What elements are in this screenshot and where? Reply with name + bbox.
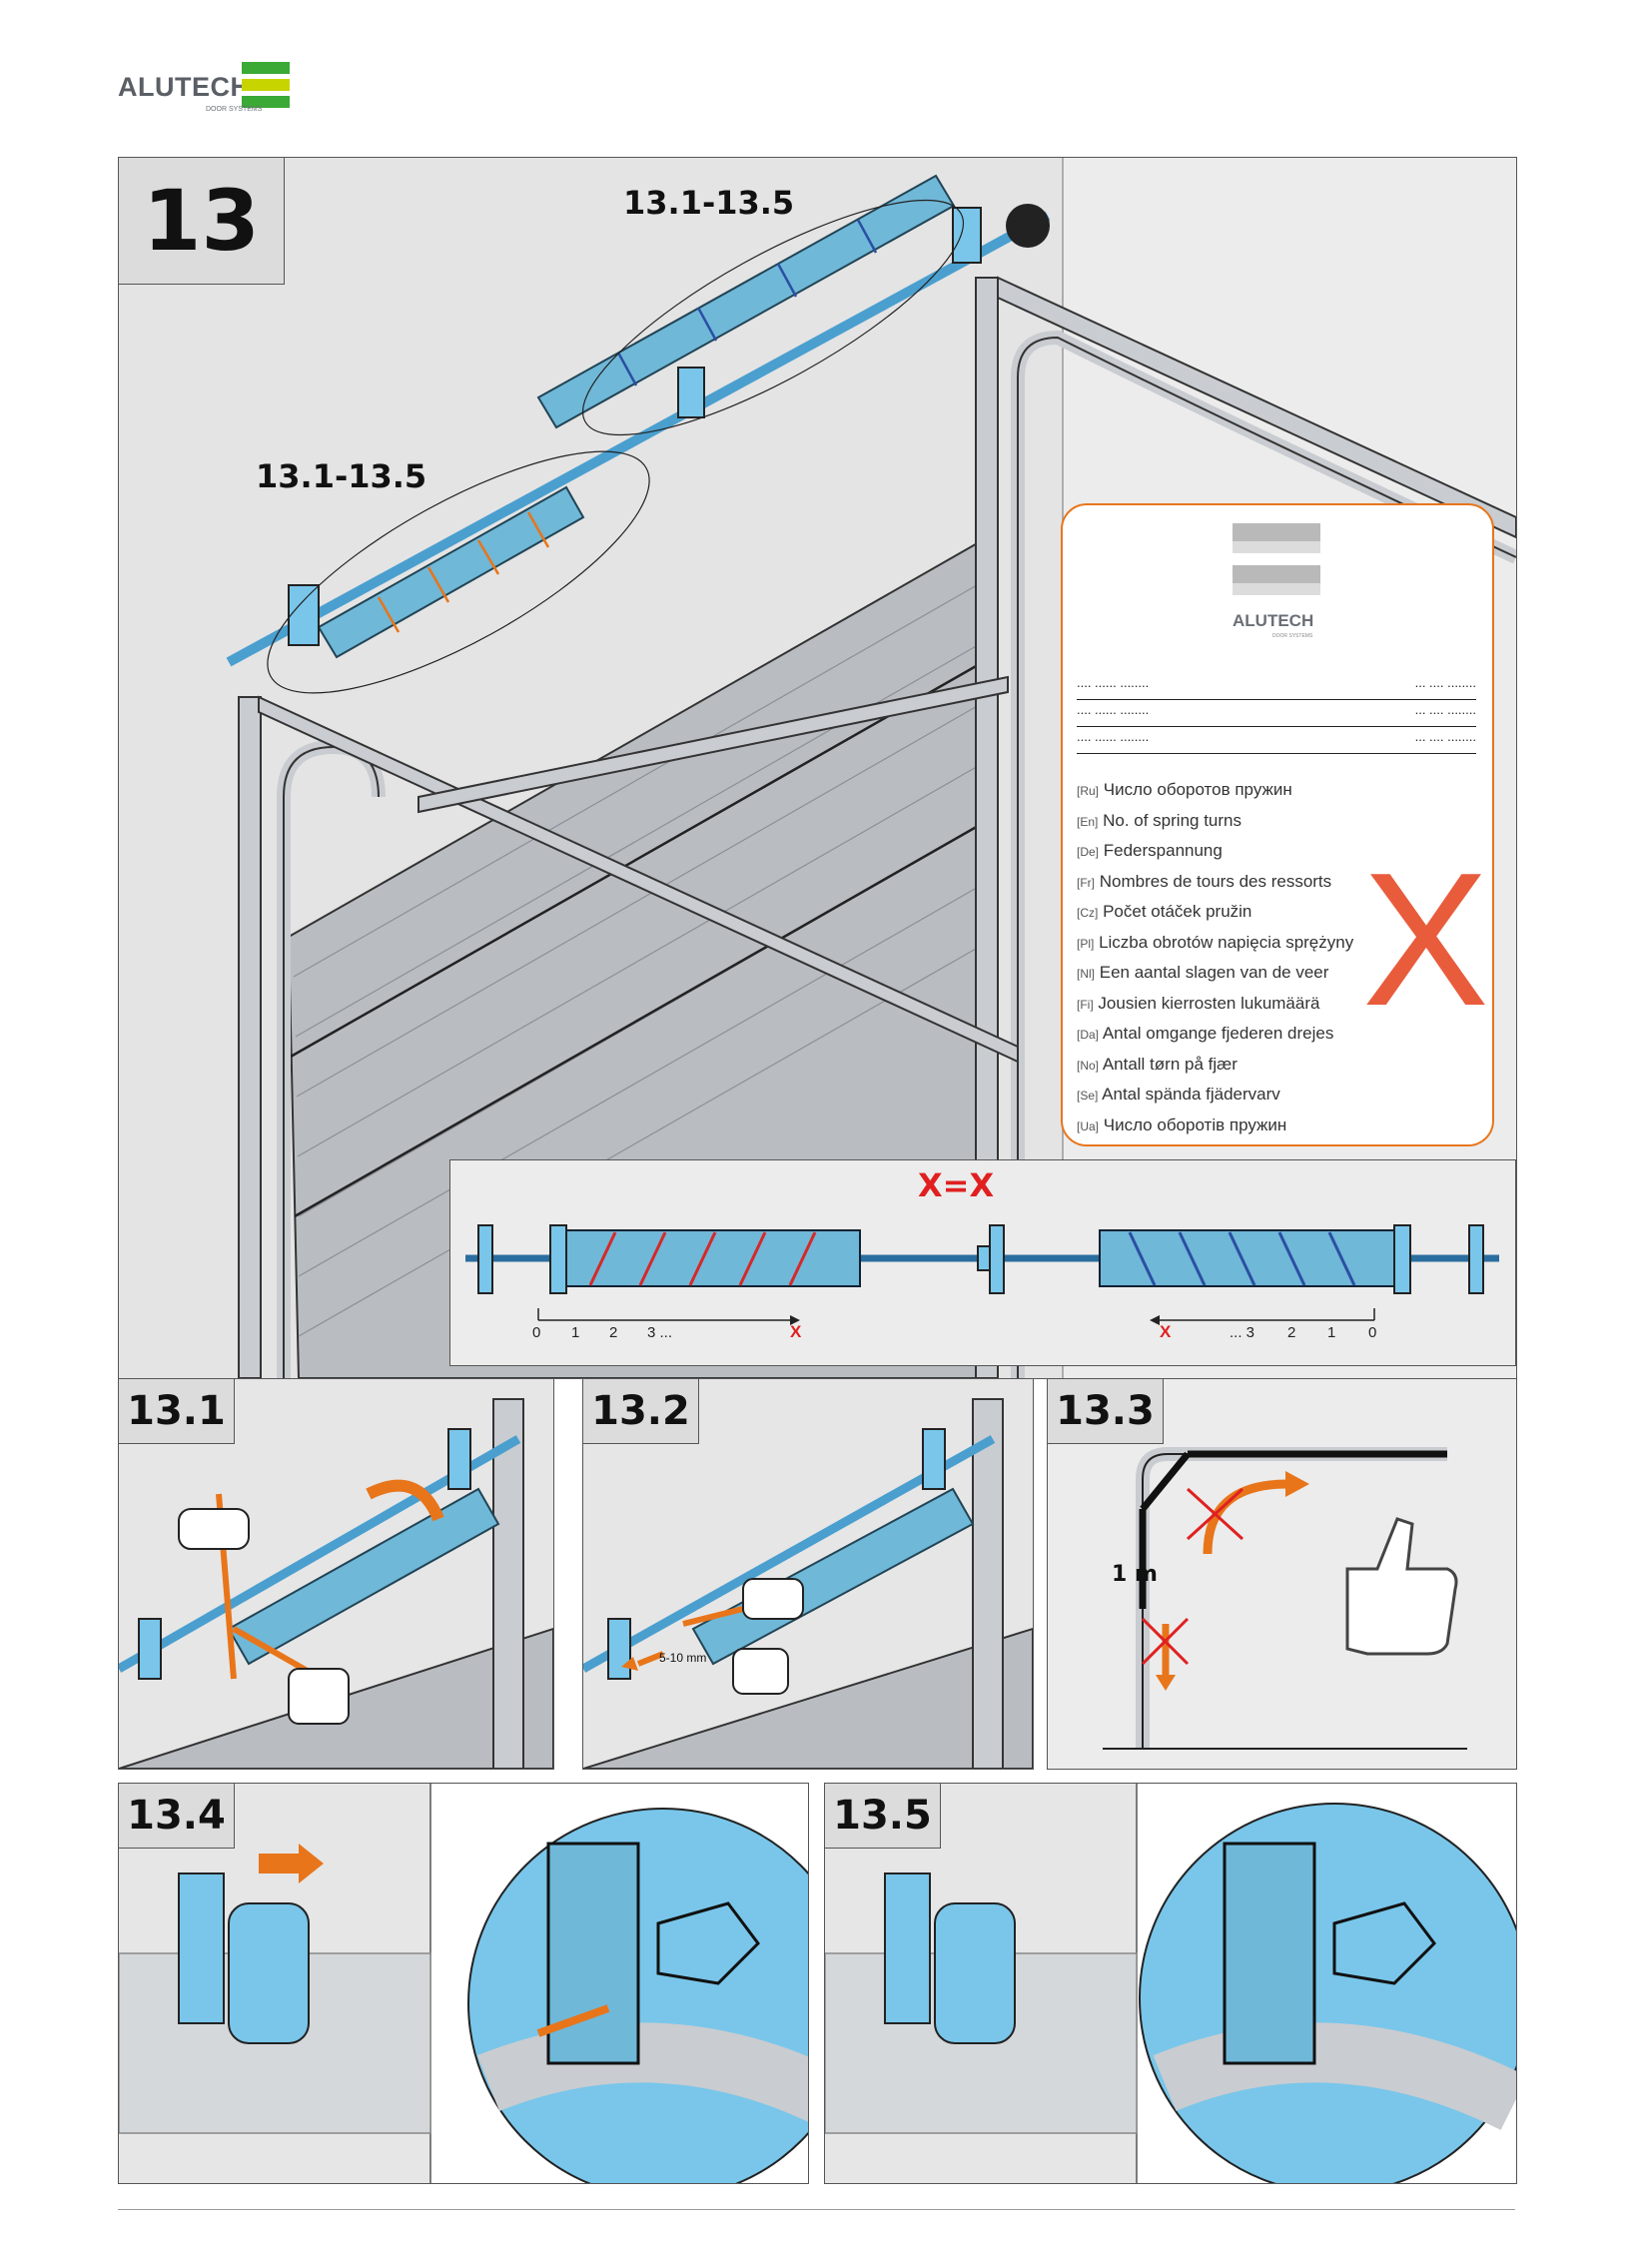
language-item: [Nl] Een aantal slagen van de veer — [1077, 963, 1329, 982]
language-item: [De] Federspannung — [1077, 841, 1223, 860]
spring-turns-label-card: ALUTECH DOOR SYSTEMS .... ...... .......… — [1061, 503, 1494, 1146]
card-x-mark: X — [1362, 834, 1489, 1046]
language-item: [Cz] Počet otáček pružin — [1077, 902, 1252, 921]
left-tick-3: 3 ... — [647, 1324, 673, 1341]
language-list: [Ru] Число оборотов пружин [En] No. of s… — [1077, 775, 1353, 1140]
language-item: [Ru] Число оборотов пружин — [1077, 780, 1292, 799]
left-x-label: X — [790, 1322, 802, 1341]
step-number: 13 — [143, 172, 260, 270]
step-13-4-tag: 13.4 — [119, 1784, 235, 1849]
right-x-label: X — [1160, 1322, 1172, 1341]
dotted-right: ... .... ........ — [1414, 675, 1476, 690]
dotted-line-row: .... ...... ........ ... .... ........ — [1077, 700, 1476, 727]
step-13-2-panel: 13.2 5-10 mm — [582, 1378, 1034, 1770]
spring-shaft-diagram — [465, 1224, 1499, 1325]
right-tick-0: 0 — [1368, 1324, 1377, 1341]
card-brand-name: ALUTECH — [1233, 611, 1314, 630]
dotted-right: ... .... ........ — [1414, 702, 1476, 717]
thumbs-up-icon — [1345, 1517, 1458, 1656]
step-13-2-drawing — [583, 1398, 1033, 1769]
language-item: [Fi] Jousien kierrosten lukumäärä — [1077, 993, 1320, 1013]
step-13-1-drawing — [119, 1398, 553, 1769]
brand-logo: ALUTECH DOOR SYSTEMS — [118, 62, 298, 116]
card-logo-mark — [1233, 523, 1320, 609]
step-13-3-height-label: 1 m — [1112, 1562, 1158, 1587]
language-item: [No] Antall tørn på fjær — [1077, 1054, 1238, 1074]
left-tick-0: 0 — [532, 1324, 541, 1341]
step-13-1-panel: 13.1 — [118, 1378, 554, 1770]
left-tick-1: 1 — [571, 1324, 580, 1341]
step-13-2-measure: 5-10 mm — [659, 1651, 707, 1665]
language-item: [En] No. of spring turns — [1077, 810, 1241, 830]
brand-mark — [242, 62, 290, 108]
dotted-line-row: .... ...... ........ ... .... ........ — [1077, 673, 1476, 700]
step-range-label-right: 13.1-13.5 — [623, 184, 795, 222]
left-tick-2: 2 — [609, 1324, 618, 1341]
step-13-3-tag: 13.3 — [1048, 1379, 1164, 1444]
dotted-right: ... .... ........ — [1414, 729, 1476, 744]
right-tick-1: 1 — [1327, 1324, 1336, 1341]
footer-rule — [118, 2209, 1515, 2210]
language-item: [Pl] Liczba obrotów napięcia sprężyny — [1077, 932, 1354, 952]
right-tick-3: ... 3 — [1230, 1324, 1255, 1341]
step-13-5-tag: 13.5 — [825, 1784, 941, 1849]
left-spring — [317, 485, 585, 659]
dotted-line-row: .... ...... ........ ... .... ........ — [1077, 727, 1476, 754]
dotted-left: .... ...... ........ — [1077, 675, 1150, 690]
step-13-2-tag: 13.2 — [583, 1379, 699, 1444]
step-number-tag: 13 — [119, 158, 285, 285]
step-13-5-drawing — [825, 1784, 1516, 2183]
language-item: [Fr] Nombres de tours des ressorts — [1077, 871, 1332, 891]
step-13-3-panel: 13.3 1 m — [1047, 1378, 1517, 1770]
language-item: [Da] Antal omgange fjederen drejes — [1077, 1024, 1334, 1043]
step-range-label-left: 13.1-13.5 — [256, 457, 427, 495]
dotted-left: .... ...... ........ — [1077, 702, 1150, 717]
equation-title: X=X — [918, 1166, 995, 1204]
language-item: [Ua] Число оборотів пружин — [1077, 1115, 1287, 1134]
step-13-4-drawing — [119, 1784, 808, 2183]
main-illustration-panel: 13 13.1-13.5 13.1-13.5 ALUTECH DOOR SYST… — [118, 157, 1517, 1379]
card-dotted-lines: .... ...... ........ ... .... ........ .… — [1077, 673, 1476, 754]
step-13-1-tag: 13.1 — [119, 1379, 235, 1444]
turns-equation-panel: X=X — [449, 1159, 1516, 1366]
dotted-left: .... ...... ........ — [1077, 729, 1150, 744]
card-brand-tagline: DOOR SYSTEMS — [1272, 633, 1313, 639]
step-13-4-panel: 13.4 — [118, 1783, 809, 2184]
brand-name: ALUTECH — [118, 72, 251, 102]
brand-tagline: DOOR SYSTEMS — [206, 106, 263, 113]
language-item: [Se] Antal spända fjädervarv — [1077, 1085, 1280, 1104]
step-13-3-drawing — [1103, 1447, 1467, 1750]
right-tick-2: 2 — [1287, 1324, 1296, 1341]
step-13-5-panel: 13.5 — [824, 1783, 1517, 2184]
